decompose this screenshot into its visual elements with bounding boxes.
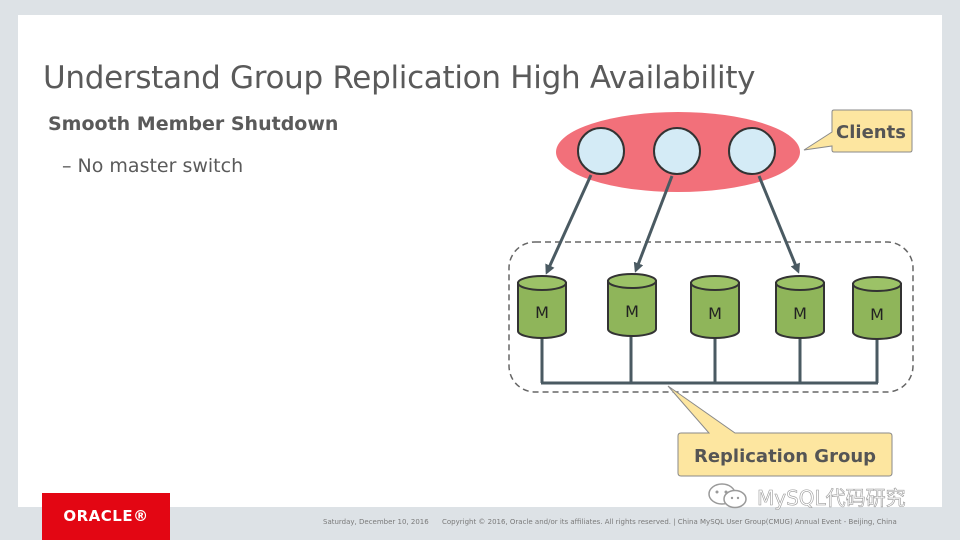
group-bus	[540, 334, 879, 385]
member-label: M	[793, 304, 807, 323]
clients-callout: Clients	[803, 109, 913, 153]
member-node: M	[690, 275, 740, 339]
slide-subtitle: Smooth Member Shutdown	[48, 113, 339, 135]
slide-title: Understand Group Replication High Availa…	[43, 60, 756, 96]
member-label: M	[535, 303, 549, 322]
footer-date: Saturday, December 10, 2016	[323, 518, 429, 526]
member-node: M	[607, 273, 657, 337]
client-node	[728, 127, 776, 175]
client-node	[653, 127, 701, 175]
bullet-item: – No master switch	[62, 155, 244, 177]
replication-group-callout: Replication Group	[667, 385, 893, 477]
member-node: M	[775, 275, 825, 339]
oracle-logo-text: ORACLE®	[63, 507, 149, 525]
footer-copyright: Copyright © 2016, Oracle and/or its affi…	[442, 518, 897, 526]
member-label: M	[708, 304, 722, 323]
replication-group-label: Replication Group	[694, 446, 876, 467]
watermark-text: MySQL代码研究	[757, 486, 906, 511]
member-node: M	[852, 276, 902, 340]
oracle-logo: ORACLE®	[42, 493, 170, 540]
client-arrows	[545, 174, 800, 275]
wechat-watermark: MySQL代码研究	[705, 482, 930, 510]
member-label: M	[870, 305, 884, 324]
clients-label: Clients	[836, 122, 906, 143]
replication-group-box	[508, 241, 914, 393]
wechat-icon	[708, 483, 747, 509]
client-node	[577, 127, 625, 175]
member-node: M	[517, 275, 567, 339]
member-label: M	[625, 302, 639, 321]
content-panel	[18, 15, 942, 507]
